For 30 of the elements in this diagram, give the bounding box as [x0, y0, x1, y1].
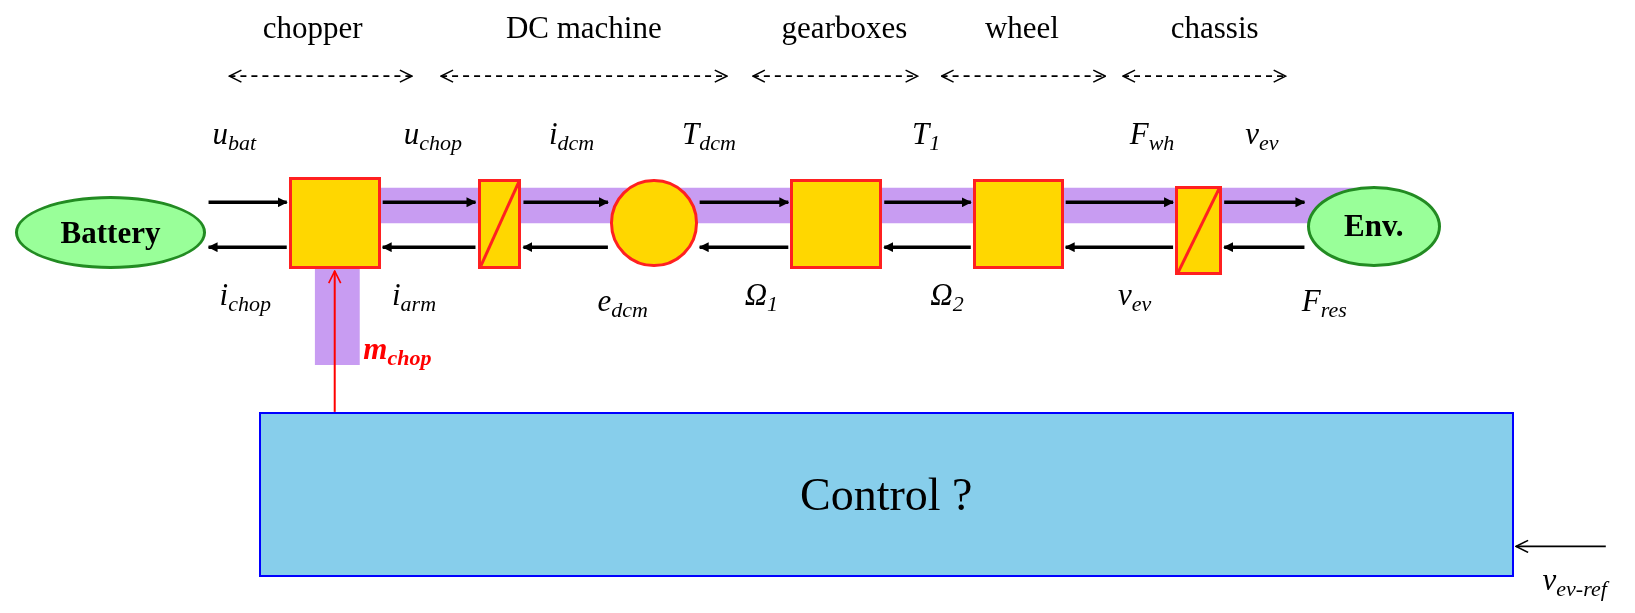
arrow: [327, 270, 342, 413]
arrow: [522, 242, 608, 253]
arrow: [208, 197, 288, 208]
section-label: wheel: [984, 10, 1059, 47]
arrow: [699, 197, 790, 208]
block-title: Control ?: [800, 467, 973, 521]
arrow: [698, 242, 789, 253]
section-label: chassis: [1170, 10, 1259, 47]
arrow: [1065, 197, 1175, 208]
section-label: gearboxes: [781, 10, 908, 47]
arrow: [1223, 242, 1305, 253]
arrow: [207, 242, 287, 253]
arrow: [883, 242, 971, 253]
control-box: [258, 411, 1515, 577]
arrow: [884, 197, 972, 208]
section-label: chopper: [262, 10, 363, 47]
source-name: Env.: [1344, 208, 1404, 245]
section-label: DC machine: [505, 10, 662, 47]
converter-box: [477, 179, 522, 269]
arrow: [381, 242, 476, 253]
arrow: [382, 197, 477, 208]
source-name: Battery: [60, 214, 161, 251]
arrow: [1064, 242, 1174, 253]
converter-box: [1175, 185, 1223, 276]
accumulation-box: [790, 179, 883, 269]
arrow: [523, 197, 609, 208]
accumulation-box: [288, 177, 381, 269]
arrow: [1515, 539, 1607, 554]
arrow: [1224, 197, 1306, 208]
accumulation-box: [972, 179, 1064, 269]
